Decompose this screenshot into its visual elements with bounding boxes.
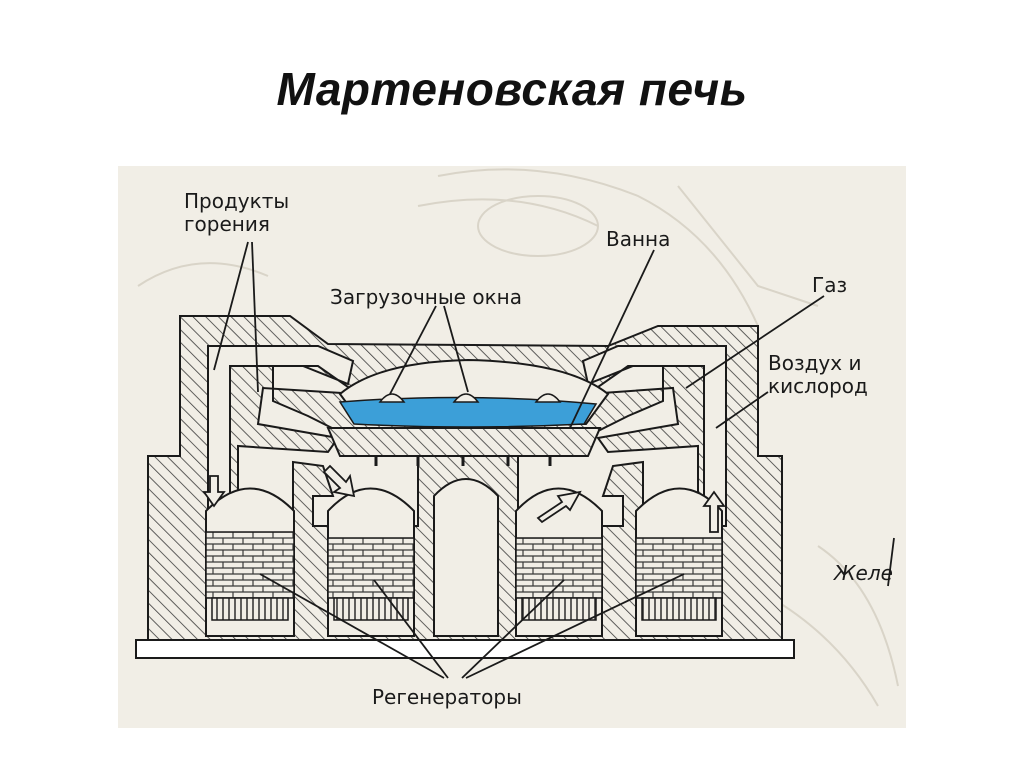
molten-bath: [338, 396, 598, 428]
foundation-plate: [135, 639, 795, 659]
furnace-diagram: Продукты горения Ванна Загрузочные окна …: [118, 166, 906, 728]
left-flue: [207, 345, 419, 527]
label-loading-windows: Загрузочные окна: [330, 285, 522, 309]
background-sketch: [137, 168, 899, 707]
label-combustion-products-line1: Продукты: [184, 189, 290, 213]
flow-arrows: [202, 464, 726, 533]
leader-lines: [213, 241, 895, 679]
label-gas: Газ: [812, 273, 848, 297]
hearth: [326, 427, 602, 457]
furnace-drawing: [135, 168, 899, 707]
label-combustion-products-line2: горения: [184, 212, 270, 236]
right-flue: [517, 345, 727, 527]
label-air-oxygen: Воздух и кислород: [768, 352, 868, 398]
label-regenerators: Регенераторы: [372, 685, 522, 709]
label-combustion-products: Продукты горения: [184, 190, 289, 236]
page-title: Мартеновская печь: [276, 63, 748, 115]
label-air-oxygen-line1: Воздух и: [768, 351, 862, 375]
label-bath: Ванна: [606, 227, 671, 251]
label-iron-partial: Желе: [834, 561, 893, 585]
label-air-oxygen-line2: кислород: [768, 374, 868, 398]
regenerator-bricks: [205, 531, 723, 621]
loading-window-hoods: [378, 393, 562, 403]
hearth-supports: [374, 456, 552, 466]
